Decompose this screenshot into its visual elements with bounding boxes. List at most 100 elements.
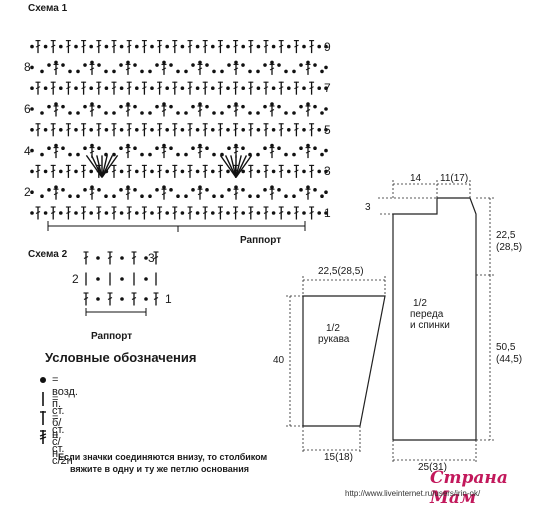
chain-stitch [133, 146, 137, 151]
double-crochet-bar [157, 44, 162, 48]
chain-stitch [126, 60, 130, 65]
chain-stitch [43, 211, 48, 215]
double-crochet-bar [233, 44, 238, 48]
chain-stitch [211, 211, 215, 215]
chain-stitch [256, 86, 261, 90]
double-crochet-bar [305, 109, 311, 112]
chain-stitch [271, 169, 276, 174]
sleeve-bottom-width: 15(18) [324, 452, 353, 463]
chain-stitch [112, 69, 116, 74]
double-crochet-bar [35, 127, 41, 131]
chain-stitch [40, 111, 44, 115]
double-crochet-bar [153, 256, 159, 259]
chain-stitch [306, 185, 310, 189]
body-neck-width: 11(17) [440, 173, 469, 184]
fan-stitch [101, 155, 114, 178]
double-crochet-bar [309, 86, 314, 90]
scheme1-row-number: 4 [24, 143, 31, 158]
double-crochet-bar [126, 127, 132, 131]
chain-stitch [43, 44, 48, 49]
chain-stitch [180, 44, 185, 49]
chain-stitch-icon [40, 377, 46, 383]
chain-stitch [227, 104, 231, 109]
chain-stitch [40, 152, 44, 157]
body-shoulder-width: 14 [410, 173, 422, 184]
chain-stitch [271, 86, 276, 90]
double-crochet-bar [96, 127, 102, 131]
chain-stitch [59, 86, 63, 90]
double-crochet-bar [263, 44, 269, 48]
chain-stitch [198, 102, 202, 106]
chain-stitch [119, 44, 124, 49]
double-crochet-bar [153, 297, 159, 300]
double-crochet-bar [81, 127, 86, 131]
chain-stitch [184, 69, 188, 74]
chain-stitch [119, 211, 124, 215]
chain-stitch [165, 128, 169, 132]
chain-stitch [30, 65, 34, 70]
double-crochet-bar [218, 211, 223, 214]
double-crochet-bar [202, 211, 208, 214]
chain-stitch [144, 297, 148, 301]
double-crochet-bar [50, 169, 56, 173]
double-crochet-bar [89, 150, 95, 154]
chain-stitch [112, 111, 116, 115]
chain-stitch [176, 194, 180, 198]
double-crochet-bar [50, 211, 56, 214]
chain-stitch [317, 211, 322, 215]
double-crochet-bar [125, 67, 131, 71]
chain-stitch [148, 152, 152, 157]
double-crochet-bar [81, 169, 86, 173]
double-crochet-bar [81, 211, 86, 214]
chain-stitch [61, 188, 65, 192]
chain-stitch [30, 44, 34, 49]
chain-stitch [287, 169, 291, 174]
chain-stitch [68, 111, 72, 115]
scheme1-row-number: 5 [324, 122, 331, 137]
chain-stitch [144, 277, 148, 281]
double-crochet-bar [35, 86, 41, 90]
double-crochet-bar [172, 211, 178, 214]
double-crochet-bar [96, 86, 102, 90]
chain-stitch [76, 194, 80, 198]
sleeve-label-fraction: 1/2 [326, 323, 340, 334]
chain-stitch [112, 194, 116, 198]
double-crochet-icon [40, 411, 46, 425]
scheme2-stitch-chart [83, 251, 159, 316]
chain-stitch [324, 86, 328, 90]
double-crochet-bar [248, 127, 254, 131]
chain-stitch [287, 86, 291, 90]
double-crochet-bar [269, 109, 275, 112]
chain-stitch [212, 194, 216, 198]
chain-stitch [324, 211, 328, 215]
chain-stitch [126, 185, 130, 189]
double-crochet-bar [172, 86, 178, 90]
double-crochet-bar [305, 67, 311, 71]
scheme2-repeat-label: Раппорт [91, 331, 133, 342]
chain-stitch [212, 69, 216, 74]
chain-stitch [226, 44, 230, 49]
chain-stitch [165, 169, 169, 174]
scheme1-row-number: 2 [24, 185, 31, 200]
chain-stitch [155, 188, 159, 192]
chain-stitch [302, 44, 306, 49]
chain-stitch [90, 102, 94, 106]
body-bottom-width: 25(31) [418, 462, 447, 473]
chain-stitch [43, 86, 48, 90]
chain-stitch [176, 69, 180, 74]
scheme1-repeat-label: Раппорт [240, 235, 282, 246]
double-crochet-bar [83, 297, 89, 300]
double-crochet-bar [197, 109, 203, 112]
double-crochet-bar [309, 211, 314, 214]
chain-stitch [176, 152, 180, 157]
double-crochet-bar [50, 44, 56, 48]
double-crochet-bar [111, 211, 117, 214]
chain-stitch [120, 256, 124, 260]
double-crochet-bar [126, 169, 132, 173]
chain-stitch [148, 194, 152, 198]
chain-stitch [198, 60, 202, 65]
chain-stitch [220, 194, 224, 198]
chain-stitch [119, 128, 124, 132]
double-crochet-bar [187, 169, 193, 173]
